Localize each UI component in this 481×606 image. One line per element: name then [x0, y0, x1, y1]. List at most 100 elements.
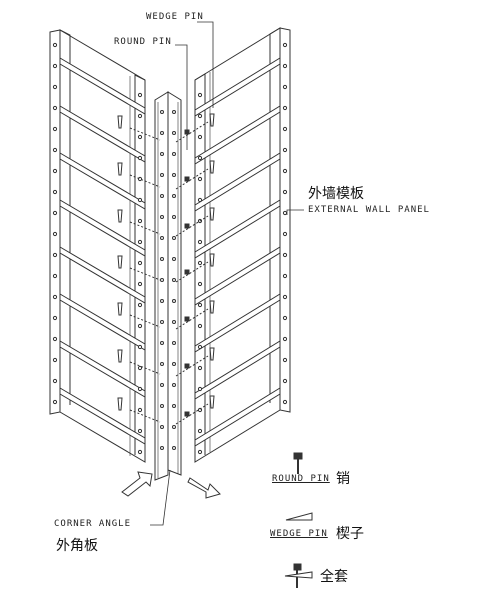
wedge-pin: [117, 349, 123, 363]
corner-angle-hole: [160, 257, 164, 261]
left-panel-hole: [137, 323, 143, 329]
left-panel-hole: [137, 365, 143, 371]
right-panel-hole: [282, 294, 288, 300]
round-pin-label: ROUND PIN: [114, 37, 172, 47]
corner-angle-cn-label: 外角板: [56, 538, 98, 554]
wedge-pin: [209, 347, 215, 361]
corner-angle-hole: [172, 362, 176, 366]
right-panel-hole: [197, 155, 203, 161]
left-panel-hole: [52, 294, 58, 300]
right-panel-hole: [282, 273, 288, 279]
right-panel-hole: [282, 357, 288, 363]
corner-angle-hole: [160, 341, 164, 345]
right-panel-hole: [197, 134, 203, 140]
right-panel-rib: [194, 340, 281, 400]
left-panel-hole: [52, 168, 58, 174]
wedge-pin: [117, 255, 123, 269]
left-panel-hole: [137, 113, 143, 119]
left-panel-hole: [52, 84, 58, 90]
left-panel-rib: [59, 57, 146, 115]
left-panel-hole: [52, 378, 58, 384]
left-panel-hole: [52, 336, 58, 342]
left-panel-hole: [52, 189, 58, 195]
corner-angle-hole: [172, 257, 176, 261]
left-panel-hole: [137, 449, 143, 455]
left-pin-line: [129, 267, 161, 281]
wedge-pin-legend-icon: [285, 512, 313, 521]
left-pin-line: [129, 314, 161, 328]
legend-wedge-pin-en: WEDGE PIN: [270, 529, 328, 539]
left-panel-hole: [137, 239, 143, 245]
left-pin-line: [129, 409, 161, 423]
external-wall-panel-cn-label: 外墙模板: [308, 186, 364, 202]
right-panel-rib: [194, 199, 281, 259]
wedge-pin: [209, 253, 215, 267]
right-panel-hole: [197, 197, 203, 203]
right-panel-hole: [282, 105, 288, 111]
corner-angle-hole: [160, 236, 164, 240]
right-panel-hole: [197, 302, 203, 308]
corner-angle-hole: [160, 404, 164, 408]
right-panel-rib: [194, 57, 281, 117]
left-panel-hole: [137, 407, 143, 413]
left-panel-hole: [52, 210, 58, 216]
corner-angle-hole: [160, 215, 164, 219]
round-pin: [184, 269, 190, 275]
corner-angle-hole: [160, 194, 164, 198]
right-panel-hole: [282, 378, 288, 384]
corner-angle-hole: [172, 110, 176, 114]
wedge-pin: [209, 113, 215, 127]
corner-angle-hole: [172, 320, 176, 324]
corner-angle-hole: [160, 362, 164, 366]
right-panel-hole: [197, 281, 203, 287]
legend-full-set-cn: 全套: [320, 569, 348, 585]
corner-angle-hole: [172, 299, 176, 303]
right-panel-hole: [197, 113, 203, 119]
corner-angle-hole: [160, 425, 164, 429]
left-pin-line: [129, 361, 161, 375]
right-panel-hole: [197, 92, 203, 98]
right-panel-hole: [282, 399, 288, 405]
external-wall-panel-en-label: EXTERNAL WALL PANEL: [308, 205, 430, 215]
corner-angle-hole: [160, 131, 164, 135]
corner-angle-hole: [172, 425, 176, 429]
right-panel-hole: [282, 63, 288, 69]
left-panel-rib: [59, 199, 146, 257]
legend-wedge-pin-cn: 楔子: [336, 526, 364, 542]
round-pin-legend-icon: [293, 452, 303, 474]
left-panel-rib: [59, 387, 146, 445]
left-panel-hole: [137, 344, 143, 350]
wedge-pin: [209, 160, 215, 174]
full-set-legend-icon: [284, 563, 313, 588]
wedge-pin: [117, 302, 123, 316]
right-panel-hole: [197, 323, 203, 329]
right-panel-hole: [282, 84, 288, 90]
left-wall-panel: [49, 29, 146, 463]
left-panel-hole: [137, 386, 143, 392]
right-panel-hole: [282, 231, 288, 237]
round-pin: [184, 176, 190, 182]
corner-angle-hole: [172, 131, 176, 135]
left-panel-hole: [137, 197, 143, 203]
left-panel-hole: [52, 105, 58, 111]
corner-angle-hole: [172, 383, 176, 387]
right-panel-hole: [282, 147, 288, 153]
wedge-pin: [209, 207, 215, 221]
right-panel-hole: [197, 407, 203, 413]
left-pin-line: [129, 174, 161, 188]
right-panel-hole: [282, 336, 288, 342]
right-panel-hole: [197, 176, 203, 182]
right-panel-hole: [197, 428, 203, 434]
right-panel-hole: [282, 252, 288, 258]
round-pin: [184, 316, 190, 322]
left-panel-hole: [52, 357, 58, 363]
left-panel-hole: [137, 281, 143, 287]
left-panel-hole: [137, 134, 143, 140]
left-panel-hole: [137, 155, 143, 161]
right-panel-rib: [194, 293, 281, 353]
right-panel-hole: [197, 365, 203, 371]
right-panel-hole: [197, 260, 203, 266]
corner-angle-en-label: CORNER ANGLE: [54, 519, 132, 529]
